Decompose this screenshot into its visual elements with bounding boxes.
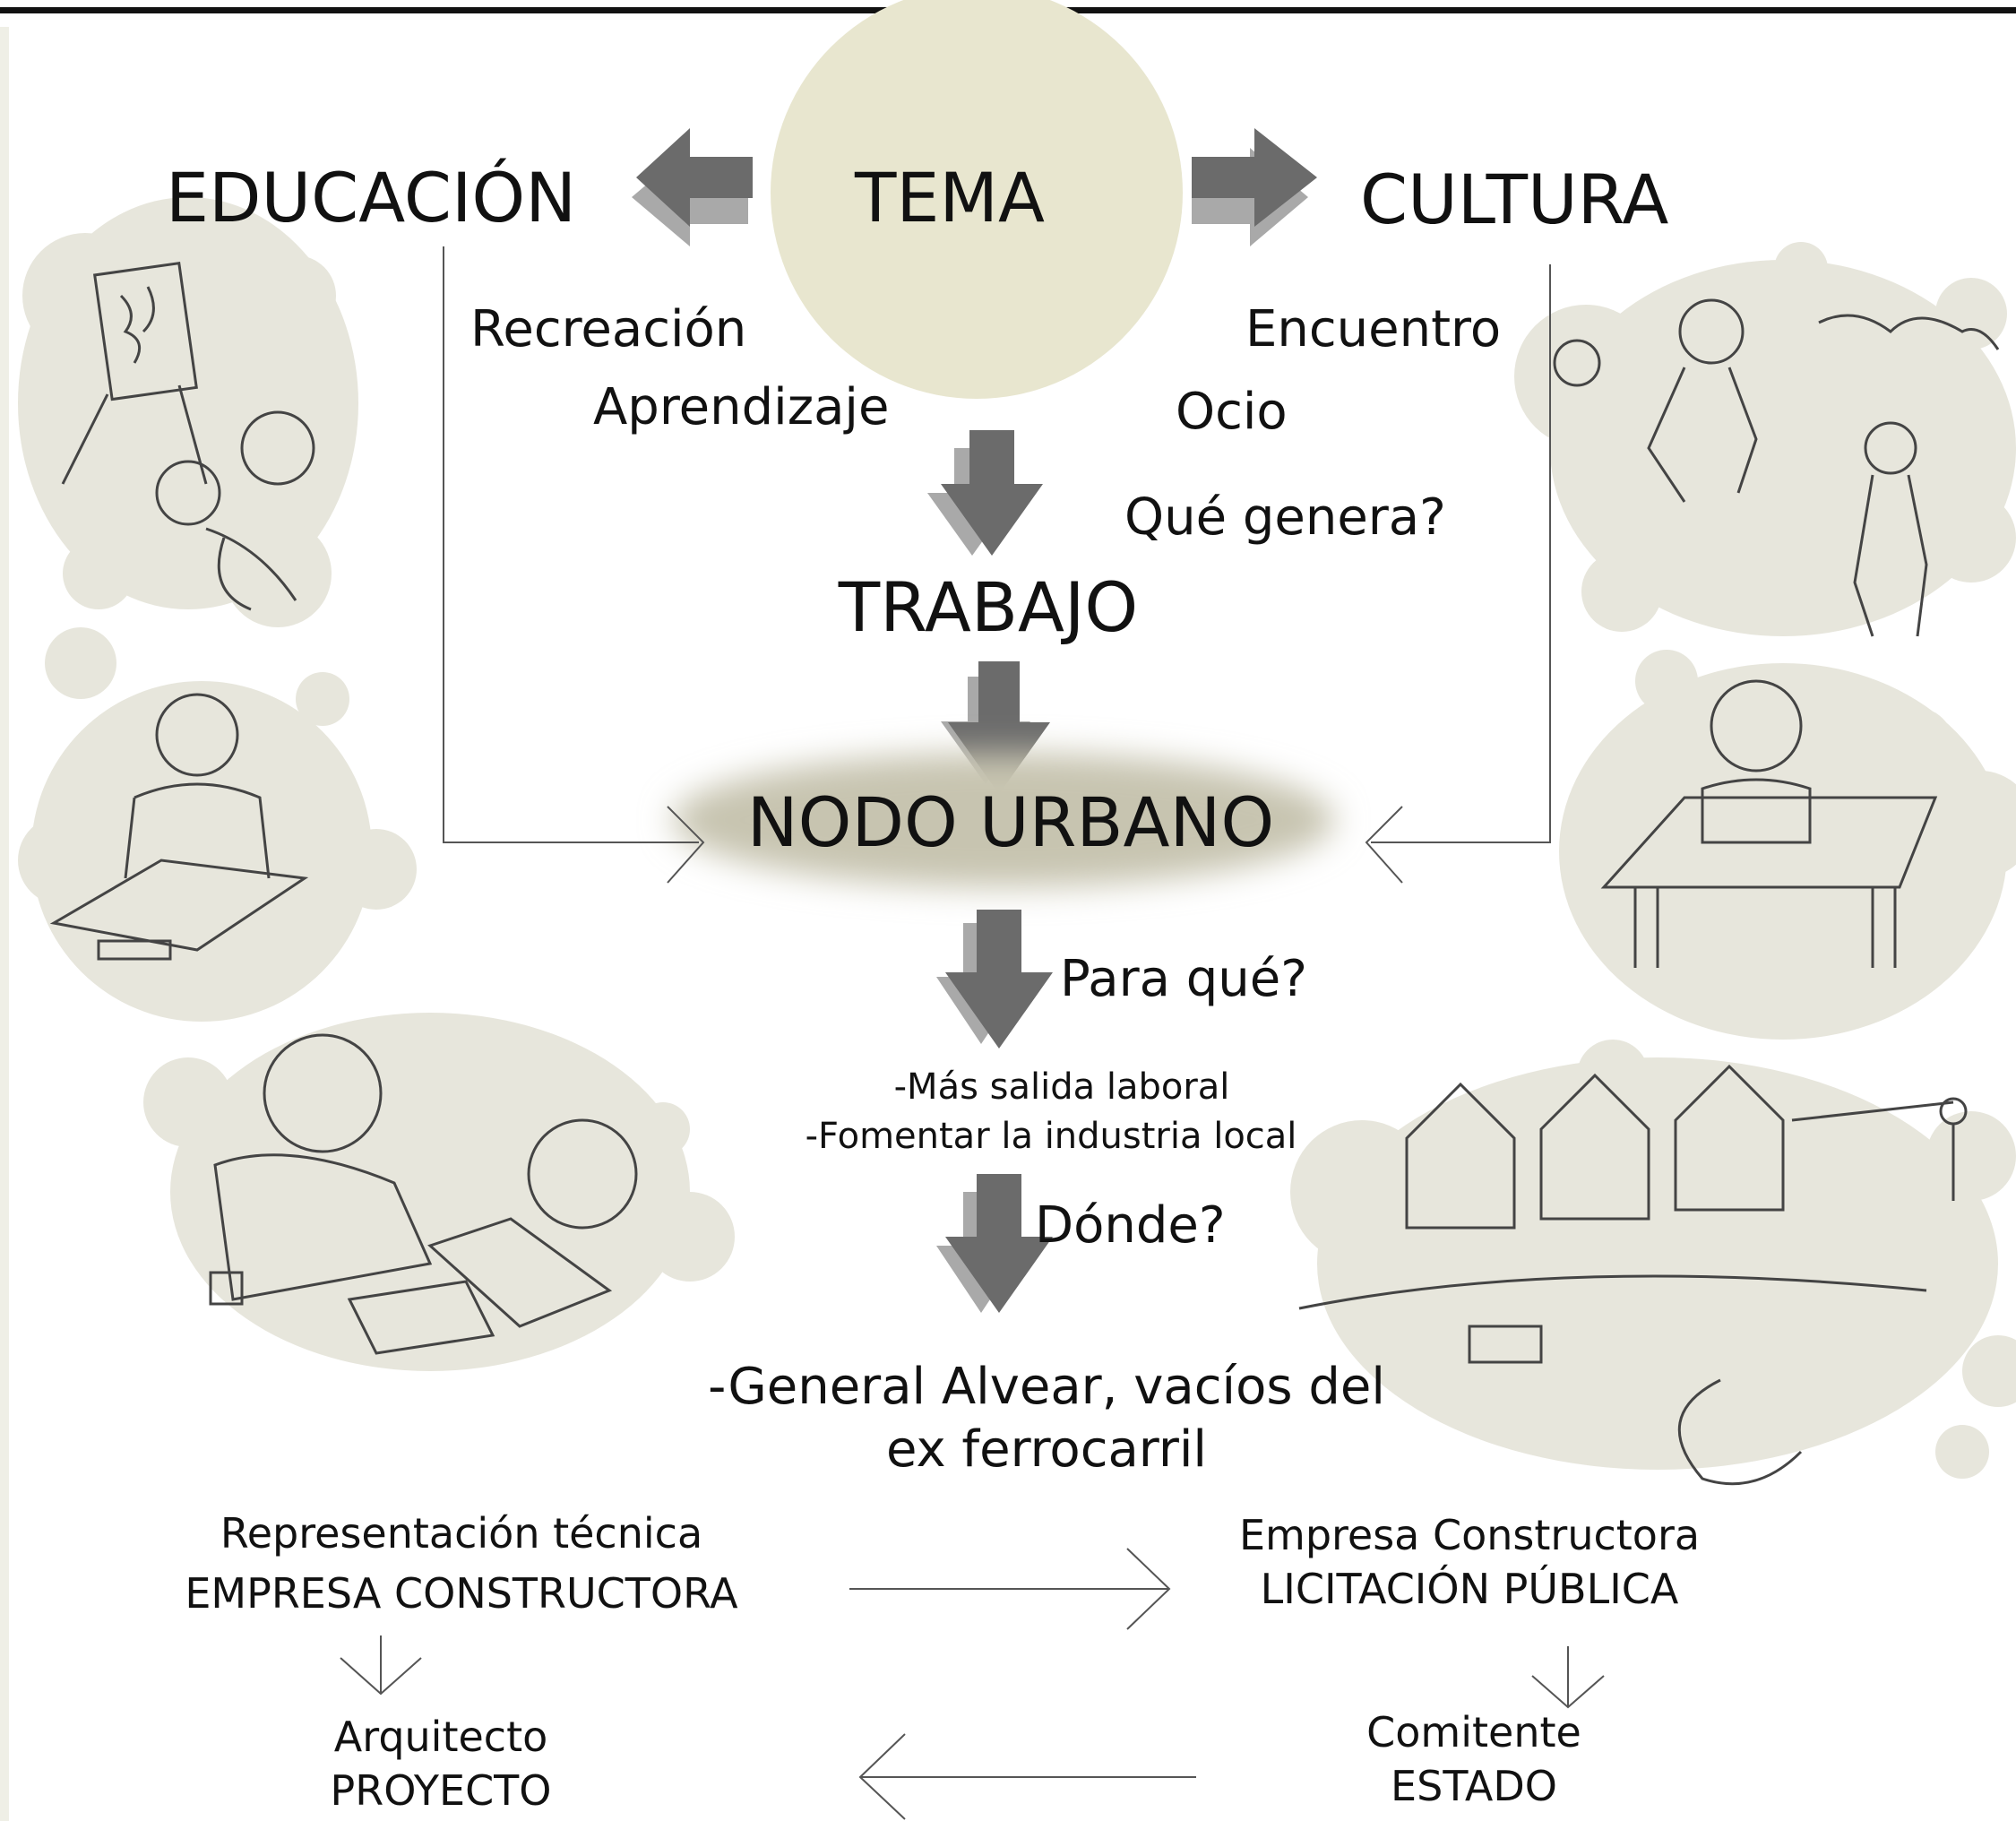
tema-circle (771, 0, 1183, 399)
licitacion-publica-label: LICITACIÓN PÚBLICA (1260, 1565, 1679, 1613)
arrow-left-educacion (632, 128, 753, 246)
trabajo-label: TRABAJO (838, 567, 1139, 647)
educacion-label: EDUCACIÓN (166, 158, 577, 237)
aprendizaje-label: Aprendizaje (593, 378, 890, 436)
connector-lines (340, 246, 1605, 1820)
cultura-label: CULTURA (1360, 160, 1669, 239)
nodo-highlight (672, 753, 1335, 887)
place-line-2: ex ferrocarril (886, 1420, 1207, 1479)
comitente-label: Comitente (1366, 1708, 1581, 1756)
recreacion-label: Recreación (470, 300, 747, 358)
estado-label: ESTADO (1391, 1762, 1557, 1810)
empresa-constructora-label: EMPRESA CONSTRUCTORA (185, 1569, 738, 1618)
children-reading-sketch (143, 1013, 735, 1371)
empresa-constructora-right-label: Empresa Constructora (1238, 1511, 1701, 1559)
representacion-tecnica-label: Representación técnica (220, 1509, 703, 1558)
place-line-1: -General Alvear, vacíos del (708, 1358, 1385, 1416)
left-margin-bar (0, 27, 9, 1821)
arrow-right-cultura (1192, 128, 1317, 246)
proyecto-label: PROYECTO (330, 1766, 552, 1815)
tema-label: TEMA (854, 158, 1046, 237)
arrow-down-nodo (941, 661, 1050, 794)
child-at-table-sketch (1559, 650, 2016, 1040)
railway-warehouses-sketch (1290, 1040, 2016, 1479)
arrow-down-donde (936, 1174, 1053, 1313)
para-que-label: Para qué? (1060, 950, 1307, 1008)
children-playing-ball-sketch (1514, 242, 2016, 636)
ocio-label: Ocio (1176, 383, 1288, 441)
reason-1: -Más salida laboral (893, 1066, 1230, 1108)
arquitecto-label: Arquitecto (333, 1713, 548, 1761)
reason-2: -Fomentar la industria local (805, 1116, 1297, 1157)
child-drawing-at-desk-sketch (18, 627, 417, 1022)
arrow-down-para-que (936, 910, 1053, 1049)
arrow-down-trabajo (927, 430, 1043, 556)
child-painting-sketch (18, 197, 358, 627)
encuentro-label: Encuentro (1245, 300, 1502, 358)
que-genera-label: Qué genera? (1124, 488, 1446, 547)
donde-label: Dónde? (1035, 1196, 1226, 1255)
nodo-urbano-label: NODO URBANO (746, 782, 1275, 862)
